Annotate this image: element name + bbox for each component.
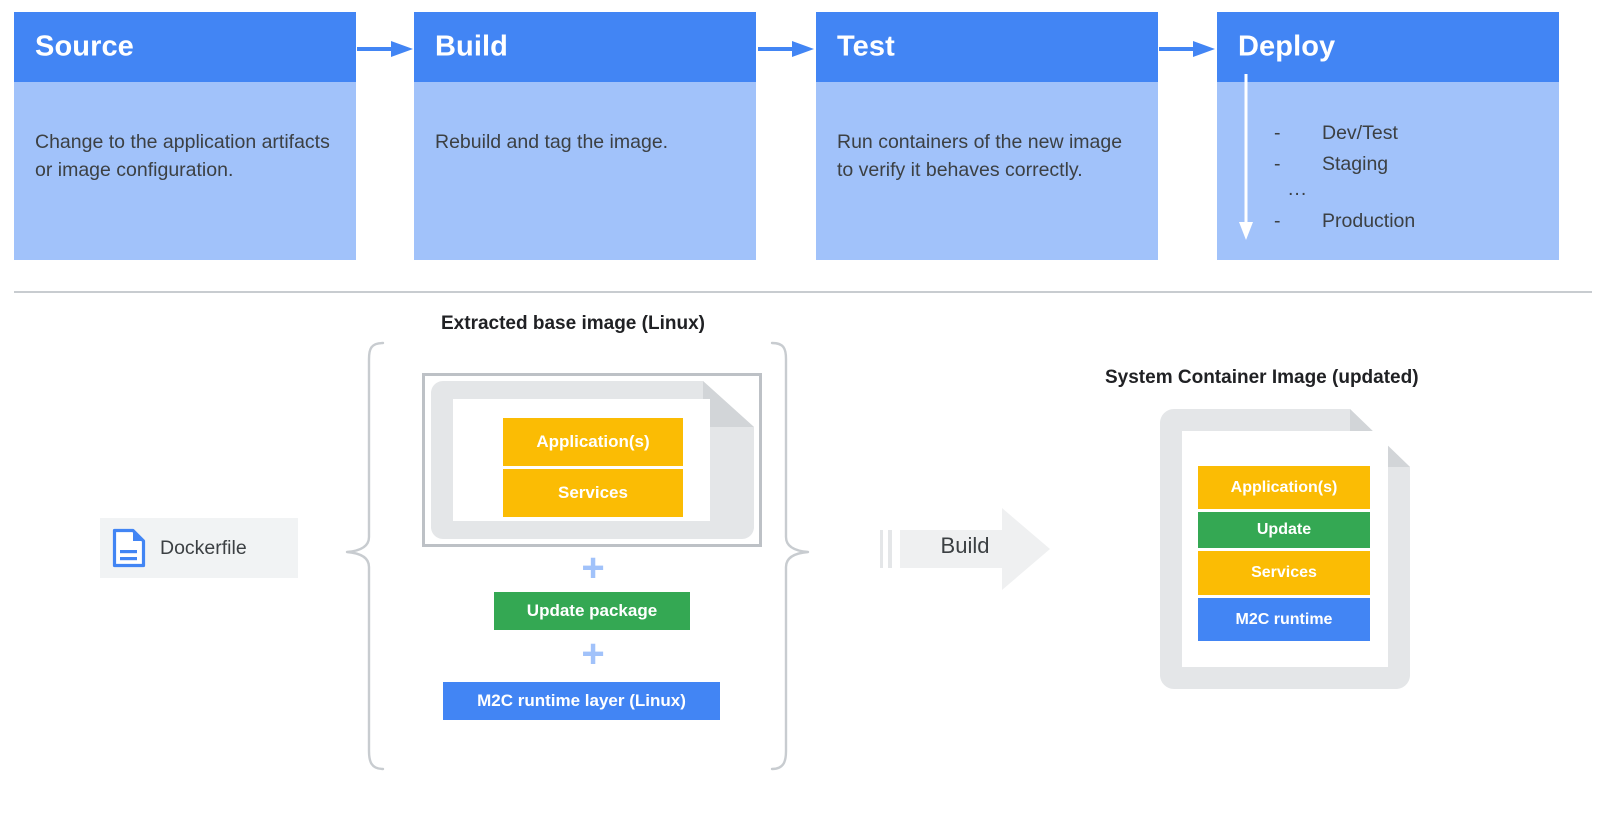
stage-header-test: Test — [816, 12, 1158, 82]
dockerfile-label: Dockerfile — [160, 536, 247, 559]
build-arrow-label: Build — [940, 533, 990, 558]
stage-header-deploy: Deploy — [1217, 12, 1559, 82]
stage-description-test: Run containers of the new image to verif… — [837, 131, 1123, 181]
brace-left-icon — [345, 341, 385, 771]
deploy-target-item: - Staging — [1255, 149, 1555, 180]
section-divider — [14, 291, 1592, 293]
caption-system-container-image: System Container Image (updated) — [1105, 367, 1419, 388]
deploy-target-label: Dev/Test — [1322, 122, 1398, 144]
ellipsis-label: ... — [1288, 178, 1308, 200]
arrow-right-icon-build-to-test — [758, 40, 816, 58]
stage-title-deploy: Deploy — [1238, 30, 1336, 63]
document-file-icon — [112, 528, 146, 568]
arrow-right-icon-source-to-build — [357, 40, 415, 58]
stage-body-build: Rebuild and tag the image. — [414, 82, 756, 260]
arrow-down-icon-deploy-flow — [1236, 74, 1256, 242]
deploy-target-item: - Dev/Test — [1255, 118, 1555, 149]
dockerfile-badge: Dockerfile — [100, 518, 298, 578]
system-container-image-document-icon — [1160, 409, 1410, 689]
block-arrow-right-icon-build — [880, 508, 1050, 590]
layer-chip-update-package: Update package — [494, 592, 690, 630]
deploy-target-ellipsis: ... — [1255, 178, 1555, 206]
layer-chip-m2c-runtime-layer: M2C runtime layer (Linux) — [443, 682, 720, 720]
deploy-target-item: - Production — [1255, 206, 1555, 237]
layer-chip-services-right: Services — [1198, 551, 1370, 595]
deploy-target-dash: - — [1274, 210, 1281, 232]
plus-icon-1: + — [581, 546, 605, 590]
stage-body-source: Change to the application artifacts or i… — [14, 82, 356, 260]
deploy-target-list: - Dev/Test - Staging ... - Production — [1255, 118, 1555, 237]
stage-header-source: Source — [14, 12, 356, 82]
stage-description-build: Rebuild and tag the image. — [435, 131, 669, 153]
caption-extracted-base-image: Extracted base image (Linux) — [441, 313, 705, 334]
deploy-target-dash: - — [1274, 122, 1281, 144]
pipeline-stage-build: Build Rebuild and tag the image. — [414, 12, 756, 260]
plus-icon-2: + — [581, 632, 605, 676]
stage-title-build: Build — [435, 30, 508, 63]
layer-chip-applications-left: Application(s) — [503, 418, 683, 466]
layer-chip-services-left: Services — [503, 469, 683, 517]
deploy-target-label: Production — [1322, 210, 1416, 232]
stage-body-test: Run containers of the new image to verif… — [816, 82, 1158, 260]
brace-right-icon — [770, 341, 810, 771]
pipeline-stage-source: Source Change to the application artifac… — [14, 12, 356, 260]
deploy-target-label: Staging — [1322, 153, 1389, 175]
layer-chip-m2c-runtime-right: M2C runtime — [1198, 598, 1370, 641]
stage-title-test: Test — [837, 30, 895, 63]
arrow-right-icon-test-to-deploy — [1159, 40, 1217, 58]
layer-chip-update-right: Update — [1198, 512, 1370, 548]
stage-title-source: Source — [35, 30, 134, 63]
pipeline-stage-deploy: Deploy — [1217, 12, 1559, 260]
stage-body-deploy — [1217, 82, 1559, 260]
stage-description-source: Change to the application artifacts or i… — [35, 131, 330, 181]
deploy-target-dash: - — [1274, 153, 1281, 175]
stage-header-build: Build — [414, 12, 756, 82]
layer-chip-applications-right: Application(s) — [1198, 466, 1370, 509]
pipeline-stage-test: Test Run containers of the new image to … — [816, 12, 1158, 260]
